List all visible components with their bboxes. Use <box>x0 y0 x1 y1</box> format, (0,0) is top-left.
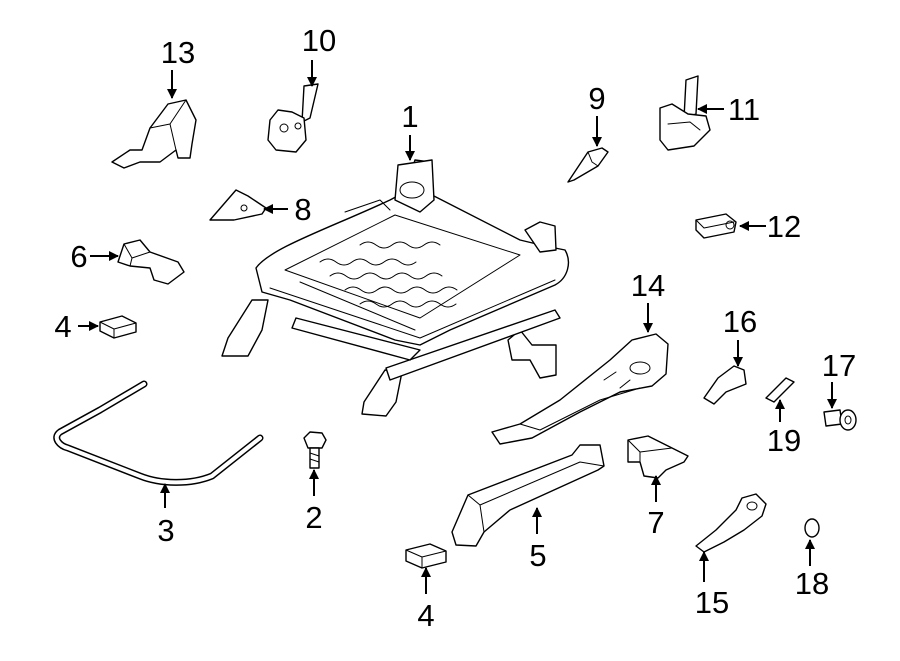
part-14-side-shield[interactable] <box>491 333 669 445</box>
callout-16: 16 <box>723 304 757 339</box>
part-9-bracket[interactable] <box>567 147 609 183</box>
callout-6: 6 <box>70 239 87 274</box>
part-1-seat-frame[interactable] <box>221 159 570 417</box>
callout-2: 2 <box>305 500 322 535</box>
part-3-wire[interactable] <box>53 380 264 486</box>
part-10-hinge-cover[interactable] <box>267 83 319 153</box>
part-7-bracket[interactable] <box>627 435 689 479</box>
callout-13: 13 <box>161 35 195 70</box>
part-13-outer-shield[interactable] <box>111 99 197 169</box>
callout-11: 11 <box>728 92 760 127</box>
callout-7: 7 <box>647 505 664 540</box>
callout-9: 9 <box>588 81 605 116</box>
callout-numbers: 1 2 3 4 4 5 6 7 8 9 10 11 12 13 14 15 16… <box>54 23 856 633</box>
callout-4-upper: 4 <box>54 309 71 344</box>
callout-3: 3 <box>157 513 174 548</box>
part-11-hinge-cover[interactable] <box>659 75 711 151</box>
part-4-pad-upper[interactable] <box>99 315 137 339</box>
part-4-pad-lower[interactable] <box>405 543 447 569</box>
part-2-bolt[interactable] <box>303 431 327 469</box>
part-16-handle[interactable] <box>703 365 747 405</box>
leader-arrows <box>78 60 837 594</box>
callout-8: 8 <box>294 192 311 227</box>
callout-15: 15 <box>695 585 729 620</box>
part-19-strip[interactable] <box>765 377 795 403</box>
callout-12: 12 <box>767 209 801 244</box>
part-18-plug[interactable] <box>804 518 820 538</box>
part-6-bracket[interactable] <box>117 239 185 285</box>
callout-4-lower: 4 <box>417 598 434 633</box>
part-5-track[interactable] <box>451 444 605 547</box>
callout-5: 5 <box>529 538 546 573</box>
callout-17: 17 <box>822 348 856 383</box>
callout-14: 14 <box>631 268 665 303</box>
callout-18: 18 <box>795 566 829 601</box>
callout-1: 1 <box>401 99 418 134</box>
part-8-plate[interactable] <box>209 189 267 221</box>
part-17-pin[interactable] <box>823 409 857 431</box>
callout-10: 10 <box>302 23 336 58</box>
part-15-lever[interactable] <box>695 493 767 553</box>
part-12-clip[interactable] <box>695 213 737 239</box>
callout-19: 19 <box>767 423 801 458</box>
